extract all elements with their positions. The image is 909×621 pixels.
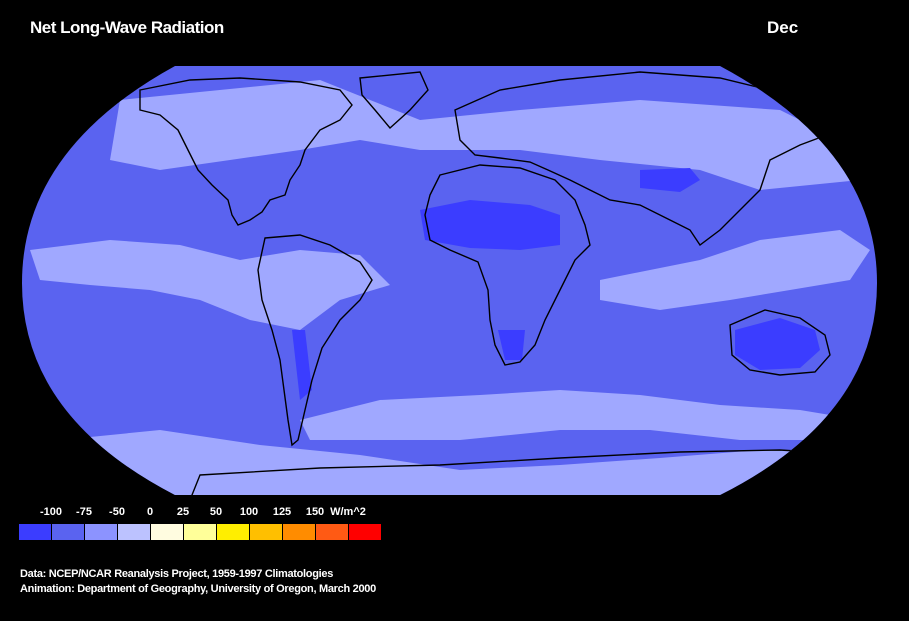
scale-swatch xyxy=(250,524,283,540)
scale-swatch xyxy=(52,524,85,540)
scale-swatch xyxy=(283,524,316,540)
map-title: Net Long-Wave Radiation xyxy=(30,18,224,37)
scale-swatch xyxy=(151,524,184,540)
scale-swatch xyxy=(85,524,118,540)
scale-swatch xyxy=(217,524,250,540)
antarctica-outline xyxy=(188,449,871,495)
continent-outlines xyxy=(139,71,871,495)
northern-light-band xyxy=(110,80,860,190)
scale-swatch xyxy=(349,524,381,540)
legend-tick: -100 xyxy=(39,506,63,518)
legend-tick-labels: -100 -75 -50 0 25 50 100 125 150 W/m^2 xyxy=(18,506,418,524)
scale-swatch xyxy=(316,524,349,540)
scale-swatch xyxy=(184,524,217,540)
legend-tick: 25 xyxy=(176,506,190,518)
australia-dark-patch xyxy=(735,318,820,370)
scale-swatch xyxy=(19,524,52,540)
asia-dark-patch xyxy=(640,168,700,192)
legend-tick: 125 xyxy=(272,506,292,518)
south-america-outline xyxy=(257,234,373,447)
north-america-outline xyxy=(139,77,353,226)
scale-swatch xyxy=(118,524,151,540)
africa-outline xyxy=(424,164,591,366)
greenland-outline xyxy=(359,71,429,130)
month-label: Dec xyxy=(767,18,799,37)
australia-outline xyxy=(729,309,831,376)
legend-tick: -75 xyxy=(76,506,92,518)
southern-light-band xyxy=(300,390,860,440)
south-africa-dark-patch xyxy=(498,330,525,360)
tropical-light-band xyxy=(30,240,390,330)
legend-tick: 150 xyxy=(305,506,325,518)
animation-credit: Animation: Department of Geography, Univ… xyxy=(20,583,376,595)
legend-tick: 0 xyxy=(146,506,154,518)
antarctic-light-band xyxy=(40,430,860,495)
legend-tick: 50 xyxy=(209,506,223,518)
legend-tick: -50 xyxy=(109,506,125,518)
indian-light-band xyxy=(600,230,870,310)
legend-tick: W/m^2 xyxy=(330,506,366,518)
color-scale-bar xyxy=(18,523,382,541)
legend-tick: 100 xyxy=(239,506,259,518)
data-credit: Data: NCEP/NCAR Reanalysis Project, 1959… xyxy=(20,568,334,580)
europe-asia-outline xyxy=(454,71,841,247)
sahara-dark-patch xyxy=(420,200,560,250)
andes-dark-patch xyxy=(292,330,312,400)
